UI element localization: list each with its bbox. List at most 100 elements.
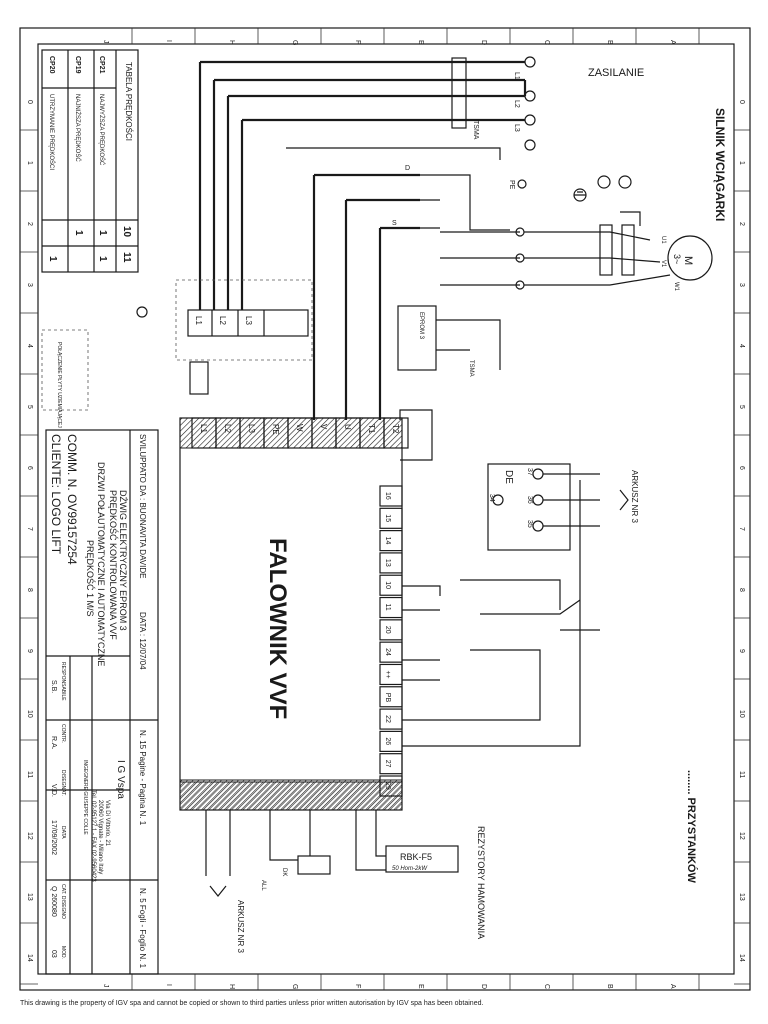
control-terminal-label: ++ [384, 670, 391, 678]
motor-w1: W1 [673, 282, 679, 292]
border-number-left: 8 [26, 588, 33, 592]
inverter-terminal-label: L2 [223, 424, 232, 433]
supply-l1-label: L1 [513, 72, 520, 80]
tb-pagine: N. 15 Pagine - Pagina N. 1 [138, 730, 147, 826]
tb-resp-v: S.B. [50, 680, 57, 693]
border-number-right: 14 [738, 954, 745, 962]
border-number-right: 4 [738, 344, 745, 348]
braking-resistor [385, 845, 459, 873]
border-letter-bottom: A [669, 984, 676, 989]
border-number-left: 9 [26, 649, 33, 653]
border-letter-top: A [669, 40, 676, 45]
border-number-left: 2 [26, 222, 33, 226]
contact-s: S [392, 220, 397, 227]
border-letter-bottom: B [606, 984, 613, 989]
tb-company: I G Vspa [115, 760, 126, 799]
tsma-switch [451, 57, 467, 129]
table-title: TABELA PRĘDKOŚCI [124, 62, 133, 141]
control-board-de: 37 36 35 34 DE [487, 463, 571, 551]
table-row-1-name: NAJWYŻSZA PRĘDKOŚĆ [98, 94, 106, 166]
zasilanie-label: ZASILANIE [588, 67, 644, 79]
tb-sviluppato: SVILUPPATO DA : BUONAVITA DAVIDE [138, 434, 147, 578]
control-terminal [379, 775, 403, 797]
control-terminal-label: 24 [384, 648, 391, 656]
rbk-name: RBK-F5 [400, 852, 432, 862]
inner-border [37, 43, 735, 975]
motor-phase-label: 3~ [672, 254, 682, 264]
supply-l2-label: L2 [513, 100, 520, 108]
outer-border [19, 27, 751, 991]
tb-cliente: CLIENTE: LOGO LIFT [49, 434, 63, 555]
ground-symbols-top [573, 175, 641, 226]
border-number-right: 5 [738, 405, 745, 409]
tb-line3: DRZWI POŁAUTOMATYCZNE I AUTOMATYCZNE [96, 462, 106, 666]
border-letter-top: I [165, 40, 172, 42]
rbk-value: 50 Hom-2kW [392, 866, 428, 872]
control-terminal [379, 485, 403, 507]
border-number-right: 12 [738, 832, 745, 840]
border-letter-top: B [606, 40, 613, 45]
border-number-right: 6 [738, 466, 745, 470]
border-number-right: 2 [738, 222, 745, 226]
all-label: ALL [260, 880, 266, 891]
border-number-right: 9 [738, 649, 745, 653]
control-terminal-label: 26 [384, 737, 391, 745]
silnik-label: SILNIK WCIĄGARKI [713, 108, 727, 221]
control-terminal [379, 708, 403, 730]
supply-terminals: L1 L2 L3 PE [508, 56, 536, 190]
border-number-left: 3 [26, 283, 33, 287]
tb-dis-h: DISEGNAT. [60, 770, 66, 796]
control-terminal-label: 14 [384, 537, 391, 545]
border-number-left: 13 [26, 893, 33, 901]
inverter-terminal-label: L3 [247, 424, 256, 433]
border-letter-top: G [291, 40, 298, 45]
tb-address2: 20060 Vignate - Milano Italy [97, 800, 103, 874]
supply-l3-label: L3 [513, 124, 520, 132]
tb-data: DATA : 12/07/04 [138, 612, 147, 670]
border-number-left: 6 [26, 466, 33, 470]
border-number-left: 0 [26, 100, 33, 104]
przystankow-label: ........ PRZYSTANKÓW [685, 770, 698, 883]
input-filter [189, 361, 209, 395]
border-letter-bottom: H [228, 984, 235, 989]
control-terminal [379, 530, 403, 552]
contact-d-top: D [405, 165, 410, 172]
control-terminal-label: 13 [384, 559, 391, 567]
border-letter-bottom: D [480, 984, 487, 989]
border-number-right: 8 [738, 588, 745, 592]
border-number-left: 11 [26, 771, 33, 778]
border-letter-top: J [102, 40, 109, 44]
border-number-left: 7 [26, 527, 33, 531]
table-row-3-code: CP20 [48, 56, 55, 74]
control-terminal-label: 15 [384, 514, 391, 522]
left-block-l2: L2 [218, 316, 227, 325]
tb-line2: PRĘDKOŚĆ KONTROLOWANA VVF [108, 490, 119, 640]
table-row-1-c11: 1 [97, 256, 108, 262]
de-label: DE [503, 470, 514, 484]
inverter-terminal-label: V [319, 424, 328, 430]
control-terminal [379, 619, 403, 641]
tb-comm: COMM. N. OV99157254 [65, 434, 79, 565]
falownik-title: FALOWNIK VVF [264, 538, 291, 719]
border-number-left: 10 [26, 710, 33, 718]
table-row-2-code: CP19 [74, 56, 81, 74]
table-row-3-c11: 1 [47, 256, 58, 262]
table-col-10: 10 [121, 226, 132, 238]
speed-table: TABELA PRĘDKOŚCI CP21 CP19 CP20 NAJWYŻSZ… [41, 49, 139, 273]
control-terminal [379, 753, 403, 775]
table-row-2-c10: 1 [73, 230, 84, 236]
border-number-right: 13 [738, 893, 745, 901]
tb-cat-v: Q 260080 [50, 886, 57, 917]
inverter-terminal [383, 417, 409, 449]
motor-m-label: M [682, 256, 694, 265]
left-block-l3: L3 [244, 316, 253, 325]
tb-line4: PRĘDKOŚĆ 1 M/S [85, 540, 96, 617]
inverter-box: FALOWNIK VVF [179, 417, 403, 811]
border-number-left: 4 [26, 344, 33, 348]
border-number-left: 12 [26, 832, 33, 840]
tb-mod-v: 03 [50, 950, 57, 958]
border-letter-bottom: C [543, 984, 550, 989]
